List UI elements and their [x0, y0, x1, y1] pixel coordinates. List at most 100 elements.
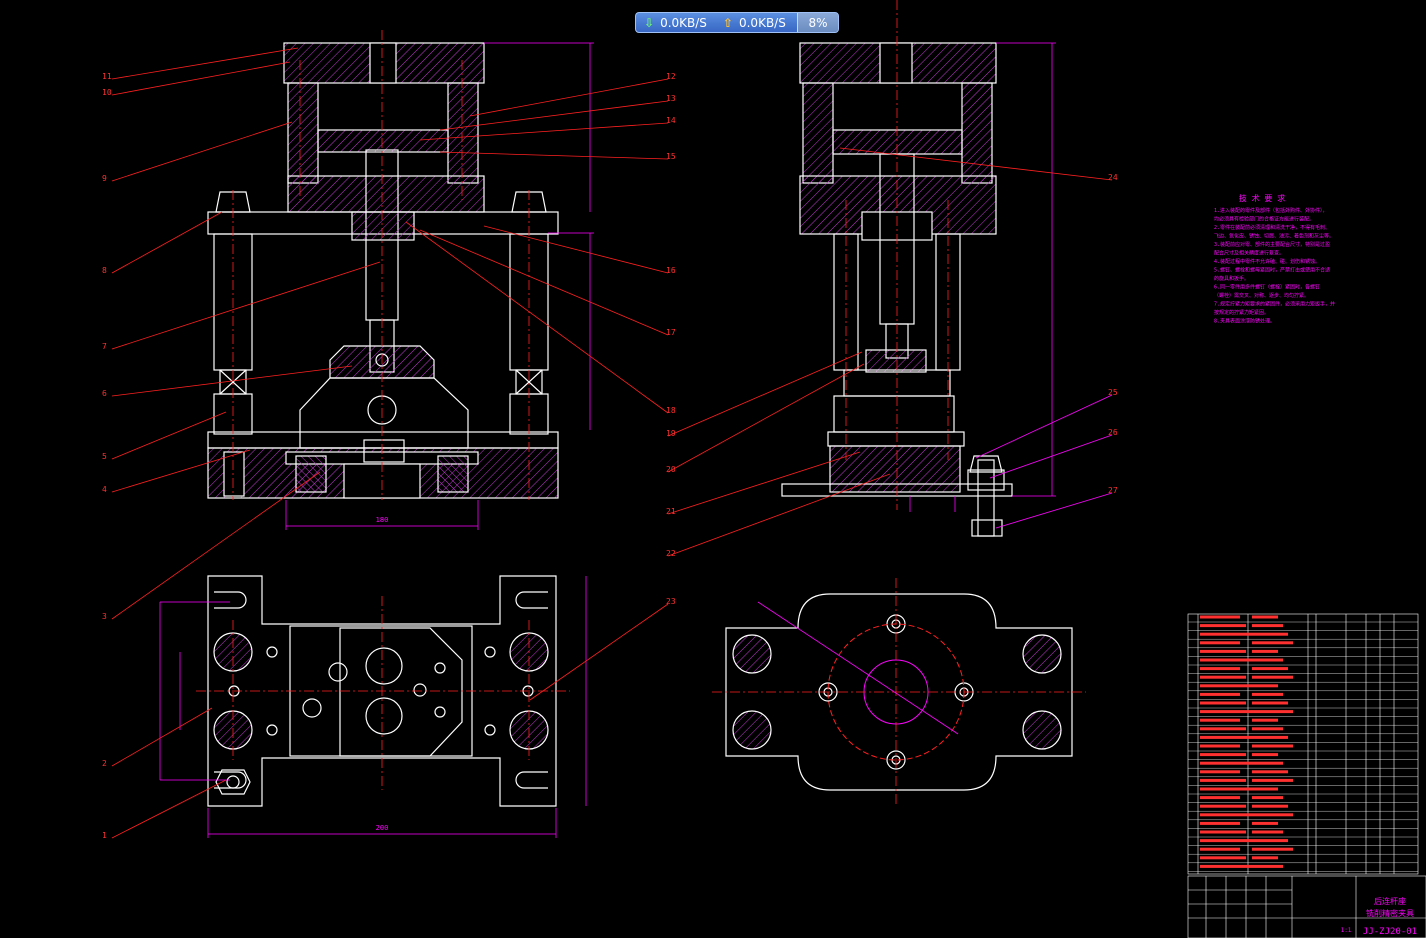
bom-cell-name	[1252, 804, 1288, 808]
dim-plan-width: 200	[376, 824, 389, 832]
bom-cell-name	[1252, 710, 1293, 714]
upload-speed: ⇧ 0.0KB/S	[715, 16, 794, 30]
balloon-label: 13	[666, 94, 676, 103]
bom-cell-name	[1252, 675, 1293, 679]
bom-cell-code	[1200, 727, 1246, 731]
bom-cell-name	[1252, 856, 1278, 860]
bom-cell-name	[1252, 658, 1283, 662]
bom-cell-code	[1200, 684, 1252, 688]
bom-cell-name	[1252, 796, 1283, 800]
tech-requirement-line: 5.螺钉、螺栓和螺母紧固时，严禁打击或使用不合适	[1214, 267, 1330, 274]
bom-cell-code	[1200, 641, 1240, 645]
tech-requirement-line: 6.同一零件用多件螺钉（螺栓）紧固时，各螺钉	[1214, 284, 1320, 291]
balloon-label: 1	[102, 831, 107, 840]
balloon-label: 5	[102, 452, 107, 461]
bom-cell-name	[1252, 787, 1278, 791]
balloon-label: 2	[102, 759, 107, 768]
tech-requirement-line: 7.规定拧紧力矩要求的紧固件，必须采用力矩扳手，并	[1214, 301, 1335, 308]
bom-cell-code	[1200, 796, 1240, 800]
down-arrow-icon: ⇩	[644, 15, 655, 30]
download-speed: ⇩ 0.0KB/S	[636, 16, 715, 30]
title-block	[1187, 875, 1426, 938]
bom-cell-code	[1200, 787, 1252, 791]
bom-cell-code	[1200, 839, 1252, 843]
bom-cell-code	[1200, 658, 1252, 662]
bom-cell-name	[1252, 813, 1293, 817]
bom-cell-name	[1252, 649, 1278, 653]
drawing-name-line2: 铣削精密夹具	[1366, 908, 1414, 918]
balloon-label: 15	[666, 152, 676, 161]
bom-rows	[1188, 615, 1418, 872]
bom-cell-name	[1252, 684, 1278, 688]
bom-cell-code	[1200, 856, 1246, 860]
tech-requirements-text: 1.进入装配的零件及部件（包括外购件、外协件）， 均必须具有检验部门的合格证方能…	[1214, 207, 1335, 325]
bom-cell-name	[1252, 727, 1283, 731]
balloon-label: 21	[666, 507, 676, 516]
tech-requirement-line: 3.装配前应对零、部件的主要配合尺寸，特别是过盈	[1214, 241, 1330, 248]
balloon-label: 20	[666, 465, 676, 474]
bom-cell-code	[1200, 804, 1246, 808]
bom-cell-name	[1252, 821, 1278, 825]
balloon-label: 12	[666, 72, 676, 81]
balloon-label: 25	[1108, 388, 1118, 397]
balloon-label: 19	[666, 429, 676, 438]
download-speed-value: 0.0KB/S	[660, 15, 707, 30]
side-view	[781, 42, 1013, 537]
bom-cell-code	[1200, 624, 1246, 628]
balloon-label: 23	[666, 597, 676, 606]
balloon-label: 9	[102, 174, 107, 183]
balloon-label: 16	[666, 266, 676, 275]
balloon-label: 27	[1108, 486, 1118, 495]
bom-cell-code	[1200, 744, 1240, 748]
up-arrow-icon: ⇧	[722, 15, 733, 30]
bom-cell-code	[1200, 701, 1246, 705]
tech-requirement-line: 配合尺寸及相关精度进行复查。	[1214, 250, 1284, 257]
balloon-label: 14	[666, 116, 676, 125]
bom-cell-name	[1252, 667, 1288, 671]
bom-cell-code	[1200, 778, 1246, 782]
bom-cell-code	[1200, 735, 1252, 739]
plate-centerlines	[712, 578, 1086, 806]
drawing-number: JJ-ZJ20-01	[1363, 927, 1417, 937]
usage-percent: 8%	[797, 13, 838, 32]
balloon-label: 8	[102, 266, 107, 275]
drawing-scale: 1:1	[1341, 927, 1352, 934]
balloon-labels-mid: 12 13 14 15 16 17 18 19 20 21 22 23	[666, 72, 676, 606]
bom-cell-code	[1200, 667, 1240, 671]
dim-front-width: 180	[376, 516, 389, 524]
balloon-label: 26	[1108, 428, 1118, 437]
bom-cell-name	[1252, 632, 1288, 636]
balloon-label: 10	[102, 88, 112, 97]
bom-cell-code	[1200, 830, 1246, 834]
side-centerlines	[845, 0, 949, 510]
tech-requirement-line: 飞边、氧化皮、锈蚀、切屑、油污、着色剂和灰尘等。	[1214, 233, 1334, 240]
leaders-magenta	[975, 394, 1113, 529]
bom-cell-code	[1200, 761, 1252, 765]
balloon-label: 24	[1108, 173, 1118, 182]
front-dimensions	[285, 42, 594, 530]
bom-cell-code	[1200, 615, 1240, 619]
bom-cell-code	[1200, 753, 1246, 757]
bom-cell-code	[1200, 864, 1252, 868]
drawing-name-line1: 后连杆座	[1374, 896, 1406, 906]
balloon-label: 6	[102, 389, 107, 398]
balloon-label: 22	[666, 549, 676, 558]
bom-cell-name	[1252, 753, 1278, 757]
bom-cell-code	[1200, 649, 1246, 653]
bom-cell-name	[1252, 830, 1283, 834]
front-centerlines	[232, 30, 530, 500]
balloon-label: 18	[666, 406, 676, 415]
bom-cell-name	[1252, 770, 1288, 774]
bom-cell-code	[1200, 675, 1246, 679]
network-speed-meter[interactable]: ⇩ 0.0KB/S ⇧ 0.0KB/S 8%	[635, 12, 839, 33]
front-view	[207, 42, 559, 499]
bom-cell-name	[1252, 744, 1293, 748]
bom-cell-code	[1200, 770, 1240, 774]
balloon-label: 7	[102, 342, 107, 351]
bom-cell-name	[1252, 864, 1283, 868]
bom-cell-code	[1200, 718, 1240, 722]
bom-cell-code	[1200, 710, 1252, 714]
balloon-label: 17	[666, 328, 676, 337]
